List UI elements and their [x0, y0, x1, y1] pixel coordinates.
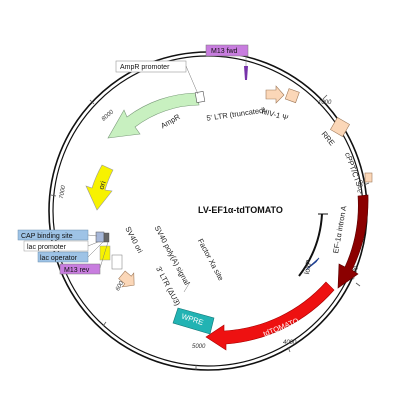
cppt-box	[364, 172, 373, 183]
plasmid-title: LV-EF1α-tdTOMATO	[198, 205, 283, 215]
ef1a-intron-label: EF-1α intron A	[331, 205, 348, 254]
ef1a-promoter-arrow	[337, 194, 369, 289]
m13-rev-tag	[59, 263, 101, 275]
ltr3-arrow	[118, 270, 135, 288]
m13-fwd-tag	[205, 44, 249, 57]
lac-box-2	[103, 232, 110, 243]
lac-operator-leader	[87, 240, 105, 258]
loxp-marker	[305, 257, 320, 271]
cppt-label: cPPT/CTS	[343, 151, 364, 187]
tdtomato-arrow	[205, 281, 335, 351]
sv40-ori-box	[99, 245, 111, 261]
m13-fwd-marker	[244, 66, 248, 80]
tick-marks	[50, 94, 370, 370]
ori-arrow	[85, 164, 114, 211]
lac-promoter-label: lac promoter	[27, 244, 67, 251]
tick-4000: 4000	[283, 340, 297, 346]
sv40-ori-label: SV40 ori	[123, 225, 145, 255]
factor-xa-leader	[183, 281, 191, 293]
factor-xa-label: Factor Xa site	[196, 237, 226, 282]
lac-operator-label: lac operator	[40, 255, 78, 262]
ltr5-label: 5' LTR (truncated)	[206, 105, 267, 122]
m13-rev-leader	[99, 241, 109, 269]
lac-promoter-leader	[87, 241, 99, 247]
tick-1000: 1000	[318, 100, 332, 106]
tick-2000: 2000	[357, 179, 366, 195]
tick-5000: 5000	[192, 344, 206, 350]
lac-box-1	[95, 231, 105, 243]
hiv-psi-arrow	[265, 85, 285, 104]
tick-8000: 8000	[101, 109, 116, 123]
sv40-polya-box	[111, 254, 123, 270]
ori-label: ori	[97, 180, 108, 191]
hiv-psi-box2	[284, 88, 300, 104]
loxp-label: loxP	[302, 259, 313, 275]
rre-label: RRE	[320, 129, 337, 147]
cap-leader	[87, 234, 98, 237]
m13-rev-label: M13 rev	[64, 267, 90, 274]
hiv-psi-label: HIV-1 Ψ	[261, 107, 290, 123]
cap-binding-label: CAP binding site	[21, 233, 73, 240]
ampr-promoter-leader	[185, 65, 199, 95]
m13-fwd-label: M13 fwd	[211, 48, 238, 55]
ampr-label: AmpR	[159, 112, 182, 131]
ampr-promoter-label: AmpR promoter	[120, 64, 170, 71]
wpre-box	[172, 307, 215, 335]
rre-box	[330, 117, 350, 137]
ampr-promoter-box	[194, 91, 206, 103]
tick-7000: 7000	[59, 184, 67, 199]
ampr-arrow	[107, 92, 200, 139]
ef1a-promoter-label: EF-1α promoter	[381, 206, 400, 259]
ef1a-intron-arc	[298, 213, 323, 277]
